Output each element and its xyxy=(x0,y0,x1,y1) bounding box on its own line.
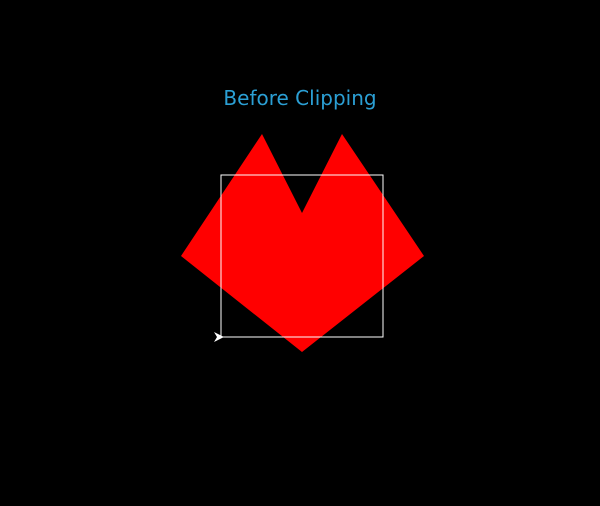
subject-polygon xyxy=(181,134,424,352)
diagram-title: Before Clipping xyxy=(223,86,377,110)
arrow-pointer-icon xyxy=(214,332,224,342)
clipping-window xyxy=(220,174,384,338)
